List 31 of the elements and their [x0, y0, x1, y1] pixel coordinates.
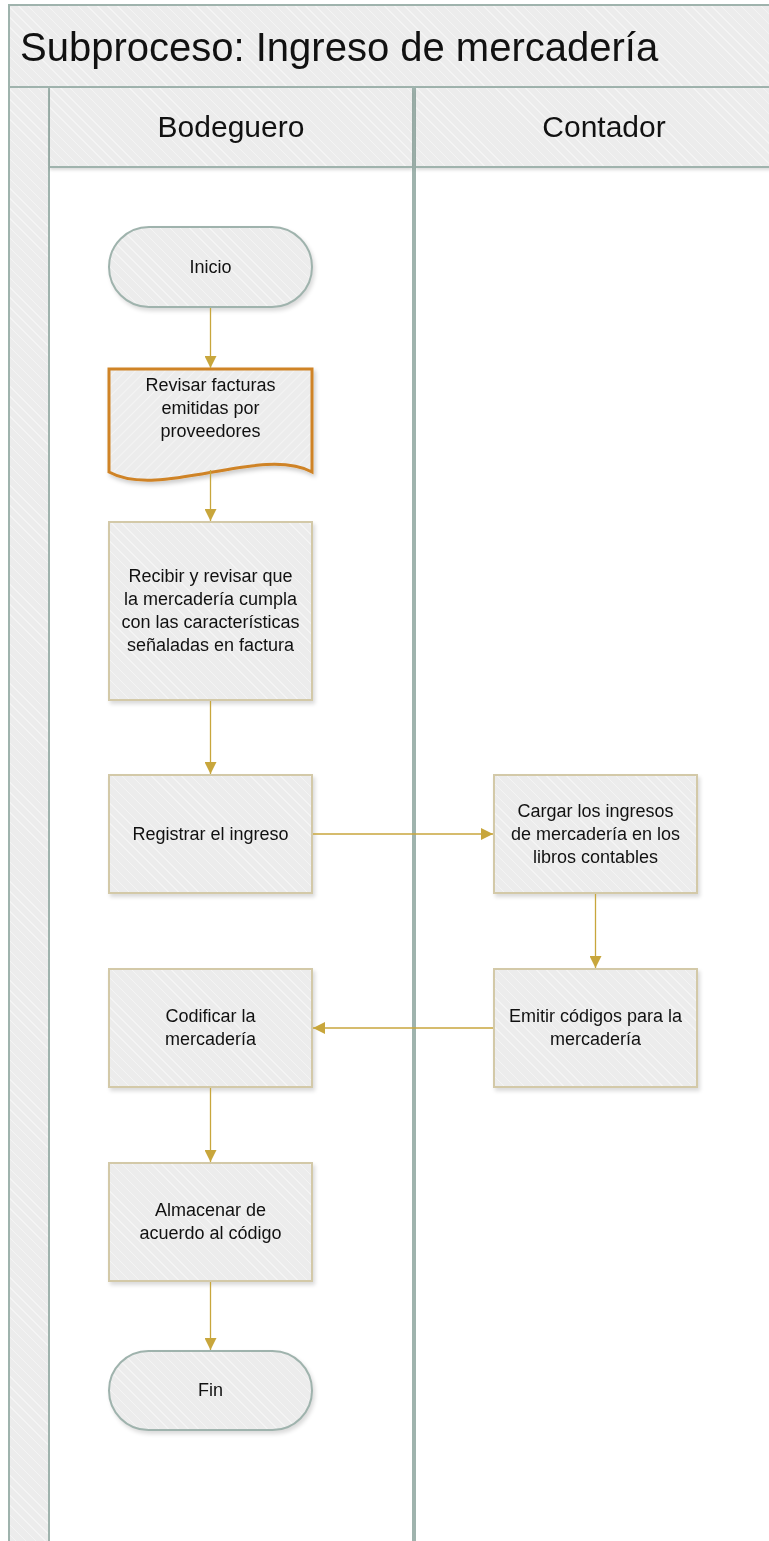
arrow — [204, 1087, 217, 1163]
arrow — [204, 1281, 217, 1351]
process-box — [493, 968, 698, 1088]
arrow — [312, 828, 494, 840]
process-box — [108, 521, 313, 701]
terminator-shape — [108, 226, 313, 308]
step-label: Recibir y revisar que la mercadería cumpla con las características señaladas en factura — [120, 565, 301, 657]
process-box — [108, 968, 313, 1088]
swimlane-lane — [414, 88, 769, 1541]
step-label: Emitir códigos para la mercadería — [507, 1005, 684, 1051]
step-label: Inicio — [188, 255, 233, 279]
step-label: Cargar los ingresos de mercadería en los libros contables — [509, 799, 682, 869]
process-box — [493, 774, 698, 894]
step-label: Revisar facturas emitidas por proveedores — [144, 374, 277, 443]
arrow — [312, 1022, 494, 1034]
arrow — [204, 469, 217, 522]
step-label: Almacenar de acuerdo al código — [138, 1199, 283, 1245]
step-label: Fin — [197, 1379, 224, 1402]
process-box — [108, 774, 313, 894]
process-box — [108, 1162, 313, 1282]
step-label: Codificar la mercadería — [163, 1005, 257, 1051]
step-label: Registrar el ingreso — [131, 822, 290, 846]
terminator-shape — [108, 1350, 313, 1431]
pool-title: Subproceso: Ingreso de mercadería — [10, 6, 769, 88]
arrow — [204, 307, 217, 369]
swimlane-lane — [48, 88, 414, 1541]
arrow — [589, 893, 602, 969]
lane-title: Bodeguero — [157, 110, 305, 144]
swimlane-pool — [8, 4, 769, 1541]
arrow — [204, 700, 217, 775]
lane-title: Contador — [542, 110, 666, 144]
